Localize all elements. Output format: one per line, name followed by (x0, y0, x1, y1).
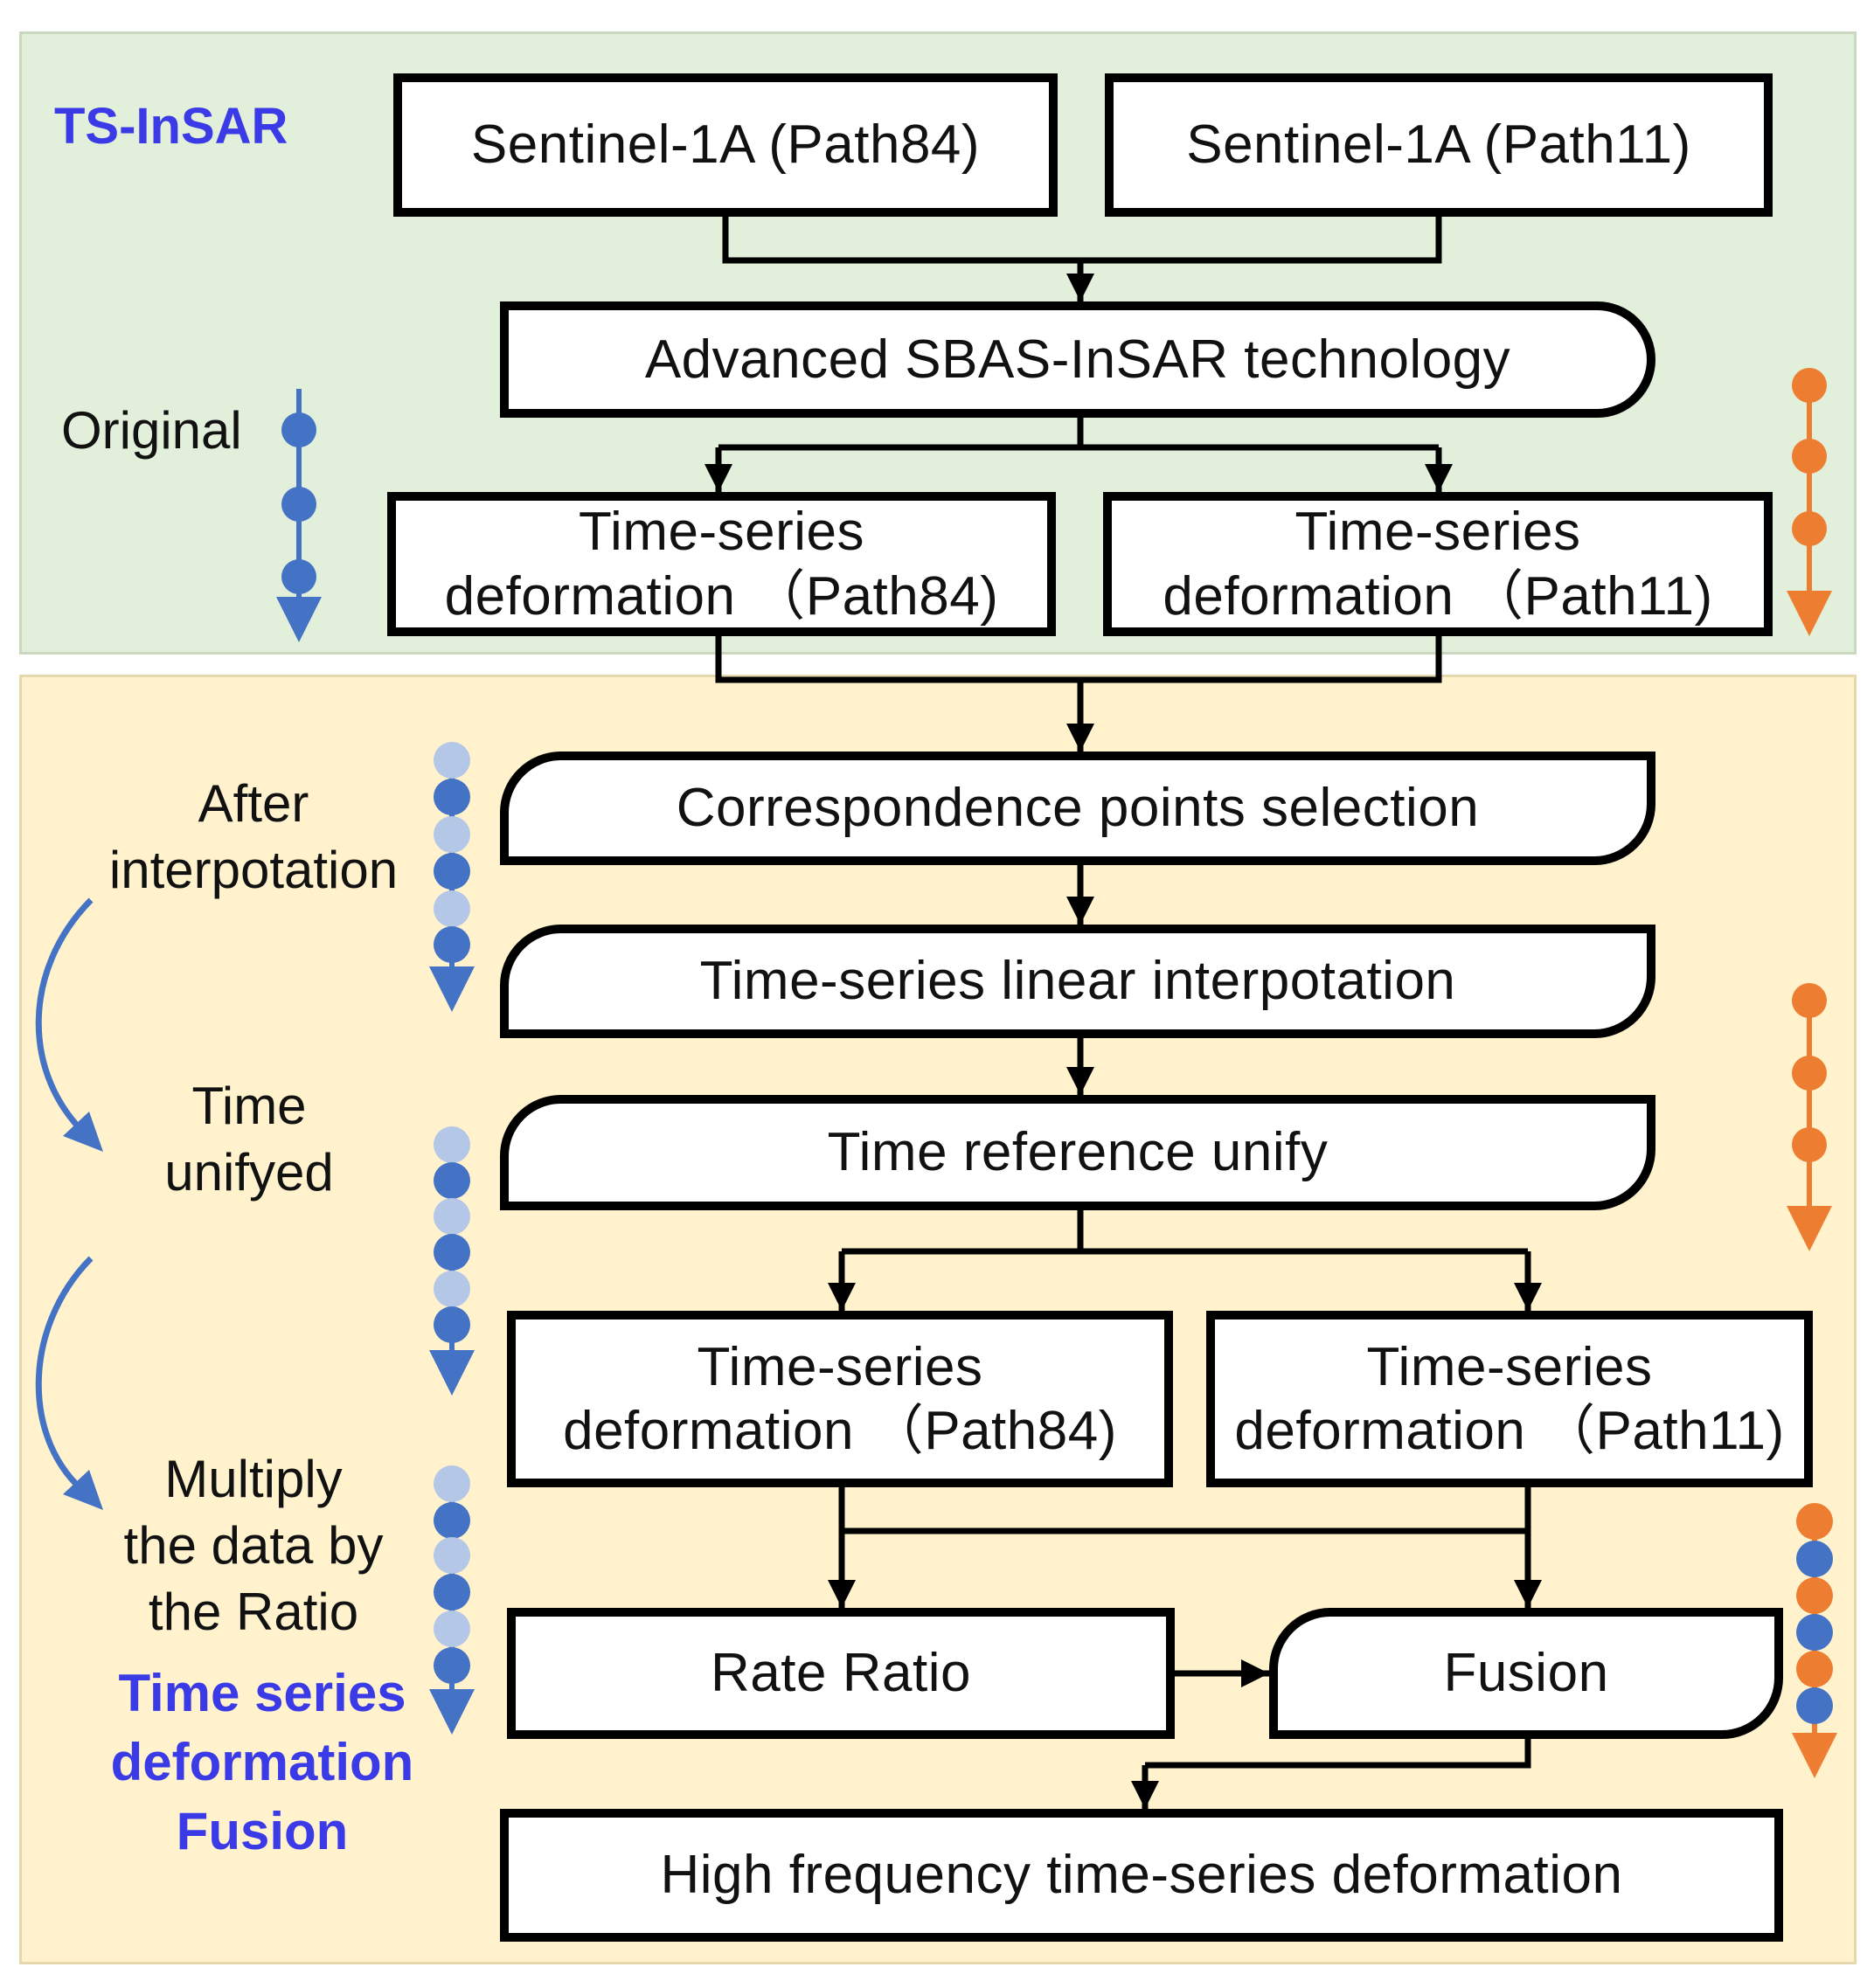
after-label-line1: After (198, 774, 309, 833)
linear-interpolation-box: Time-series linear interpotation (500, 925, 1655, 1038)
fusion-box: Fusion (1269, 1608, 1783, 1739)
series-point (1796, 1614, 1833, 1651)
series-point (1796, 1651, 1833, 1687)
series-arrowhead (1792, 1733, 1837, 1778)
ts84b-line1: Time-series (697, 1336, 983, 1397)
curved-arrow-2-head (63, 1470, 103, 1510)
ts11b-line2: deformation （Path11) (1234, 1401, 1785, 1461)
series-point (434, 1271, 470, 1307)
series-point (1792, 1056, 1827, 1091)
series-point (434, 1647, 470, 1684)
series-point (434, 1162, 470, 1199)
fused-series-marker (1792, 1503, 1837, 1778)
unified-series-marker (429, 1126, 475, 1396)
series-arrowhead (429, 1689, 475, 1735)
series-point (434, 1502, 470, 1539)
series-point (281, 487, 316, 522)
series-point (434, 890, 470, 927)
series-point (434, 926, 470, 963)
curved-arrow-1-head (63, 1112, 103, 1152)
multiply-line1: Multiply (164, 1450, 343, 1508)
series-point (1792, 1127, 1827, 1162)
sbas-insar-box: Advanced SBAS-InSAR technology (500, 301, 1655, 418)
series-point (434, 1465, 470, 1502)
time-reference-unify-box: Time reference unify (500, 1095, 1655, 1210)
series-point (281, 412, 316, 447)
multiply-line3: the Ratio (148, 1583, 359, 1642)
orange-series-marker-middle (1787, 983, 1832, 1251)
series-point (1796, 1687, 1833, 1724)
multiplied-series-marker (429, 1465, 475, 1735)
original-series-marker (276, 389, 322, 642)
series-arrowhead (1787, 1206, 1832, 1251)
fusion-title: Time series deformation Fusion (79, 1659, 446, 1867)
ts11-line2: deformation （Path11) (1163, 565, 1713, 627)
multiply-label: Multiply the data by the Ratio (79, 1446, 428, 1646)
series-point (1792, 983, 1827, 1018)
series-point (434, 779, 470, 815)
series-point (1796, 1577, 1833, 1614)
time-unified-label: Time unifyed (79, 1073, 420, 1206)
series-point (434, 1126, 470, 1163)
after-label-line2: interpotation (108, 841, 399, 900)
series-point (1792, 439, 1827, 474)
sentinel-path11-box: Sentinel-1A (Path11) (1105, 73, 1773, 217)
ts84-line2: deformation （Path84) (444, 565, 999, 627)
ts11b-line1: Time-series (1366, 1336, 1653, 1397)
ts84-line1: Time-series (578, 502, 864, 563)
interpolated-series-marker (429, 742, 475, 1012)
series-point (434, 1574, 470, 1610)
curved-arrow-2 (35, 1256, 94, 1497)
series-point (434, 1610, 470, 1647)
fusion-title-line3: Fusion (176, 1802, 349, 1861)
series-arrowhead (1787, 591, 1832, 636)
series-point (1792, 511, 1827, 546)
after-interpolation-label: After interpotation (79, 771, 428, 904)
high-frequency-deformation-box: High frequency time-series deformation (500, 1809, 1783, 1942)
series-point (281, 559, 316, 594)
series-point (1796, 1541, 1833, 1577)
series-point (434, 742, 470, 779)
fusion-title-line1: Time series (118, 1664, 406, 1722)
series-point (434, 853, 470, 890)
ts-insar-title: TS-InSAR (54, 98, 288, 155)
original-label: Original (61, 401, 242, 460)
curved-arrow-1 (35, 897, 94, 1139)
series-point (434, 1537, 470, 1574)
multiply-line2: the data by (123, 1516, 384, 1576)
series-point (1796, 1503, 1833, 1540)
series-point (434, 1198, 470, 1235)
sentinel-path84-box: Sentinel-1A (Path84) (393, 73, 1058, 217)
series-point (434, 816, 470, 853)
correspondence-points-box: Correspondence points selection (500, 752, 1655, 865)
series-point (434, 1234, 470, 1271)
ts84b-line2: deformation （Path84) (563, 1401, 1117, 1461)
fusion-title-line2: deformation (110, 1733, 414, 1792)
series-arrowhead (276, 597, 322, 642)
series-arrowhead (429, 1350, 475, 1396)
series-point (1792, 368, 1827, 403)
ts11-line1: Time-series (1294, 502, 1581, 563)
time-unified-line2: unifyed (164, 1143, 334, 1202)
series-point (434, 1306, 470, 1343)
rate-ratio-box: Rate Ratio (507, 1608, 1175, 1739)
time-unified-line1: Time (191, 1077, 307, 1135)
series-arrowhead (429, 966, 475, 1012)
orange-series-marker-top (1787, 368, 1832, 636)
